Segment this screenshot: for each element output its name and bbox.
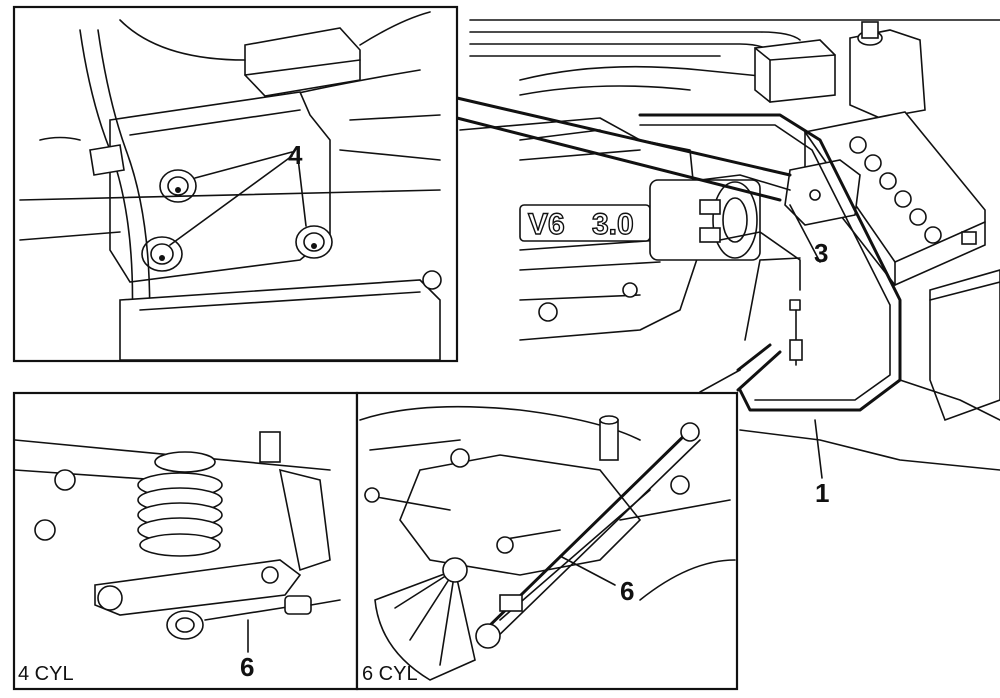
detail-panel-mounting-bolts <box>12 5 459 363</box>
callout-1: 1 <box>815 478 830 508</box>
engine-bay-overview: V6 3.0 <box>459 19 1000 471</box>
caption-4cyl: 4 CYL <box>18 663 74 685</box>
engine-badge-v6: V6 <box>528 208 565 241</box>
leader-1 <box>814 419 823 479</box>
caption-6cyl: 6 CYL <box>362 663 418 685</box>
mount-bolt-lower <box>141 236 183 272</box>
leader-3 <box>789 204 821 263</box>
throttle-body <box>649 179 761 261</box>
engine-badge: V6 3.0 <box>519 204 651 242</box>
callout-6-left: 6 <box>240 652 255 682</box>
battery-cell-caps <box>849 136 942 244</box>
callout-6-right: 6 <box>620 576 635 606</box>
detail-panel-6cyl <box>355 391 739 691</box>
wiring-harness <box>638 113 902 412</box>
detail-panel-4cyl <box>12 391 359 691</box>
mount-bolt-upper <box>159 169 197 203</box>
throttle-quadrant <box>374 557 476 681</box>
callout-4: 4 <box>288 140 303 170</box>
fluid-reservoir <box>849 21 926 119</box>
cable-connector <box>744 257 803 366</box>
throttle-bellows <box>137 451 223 557</box>
mount-bolt-right <box>295 225 333 259</box>
zoom-leaders <box>455 96 792 393</box>
engine-badge-size: 3.0 <box>592 208 634 241</box>
callout-3: 3 <box>814 238 829 268</box>
relay-box <box>754 39 836 103</box>
